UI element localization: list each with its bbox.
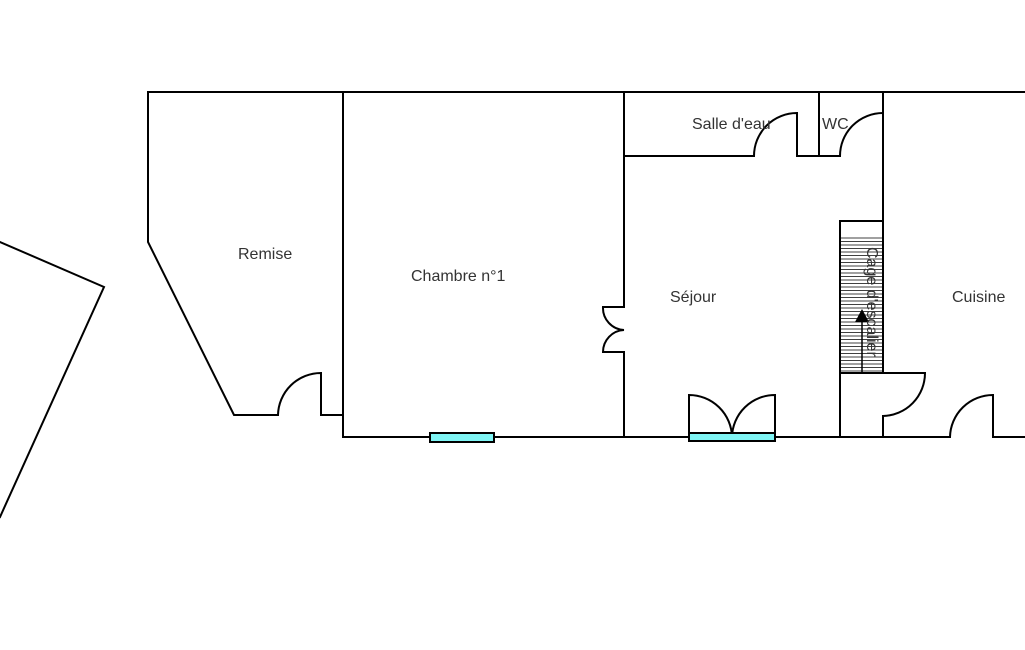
label-chambre: Chambre n°1 bbox=[411, 268, 506, 285]
outer-building-outline bbox=[0, 240, 106, 519]
cuisine-bottom-wall bbox=[882, 393, 1025, 438]
label-cuisine: Cuisine bbox=[952, 289, 1005, 306]
stair-arrow-icon bbox=[855, 309, 869, 322]
label-wc: WC bbox=[822, 116, 849, 133]
wc-door[interactable] bbox=[838, 111, 885, 158]
label-salle-eau: Salle d'eau bbox=[692, 116, 771, 133]
window-chambre[interactable] bbox=[429, 432, 495, 443]
label-remise: Remise bbox=[238, 246, 292, 263]
salle-eau-walls bbox=[623, 91, 841, 157]
french-door-sejour[interactable] bbox=[688, 393, 776, 439]
window-sejour[interactable] bbox=[688, 432, 776, 442]
wall-chambre-sejour bbox=[601, 91, 625, 438]
label-cage-escalier: Cage d'escalier bbox=[863, 247, 880, 357]
remise-walls bbox=[147, 91, 344, 416]
right-wall-stair bbox=[882, 91, 927, 438]
label-sejour: Séjour bbox=[670, 289, 717, 306]
